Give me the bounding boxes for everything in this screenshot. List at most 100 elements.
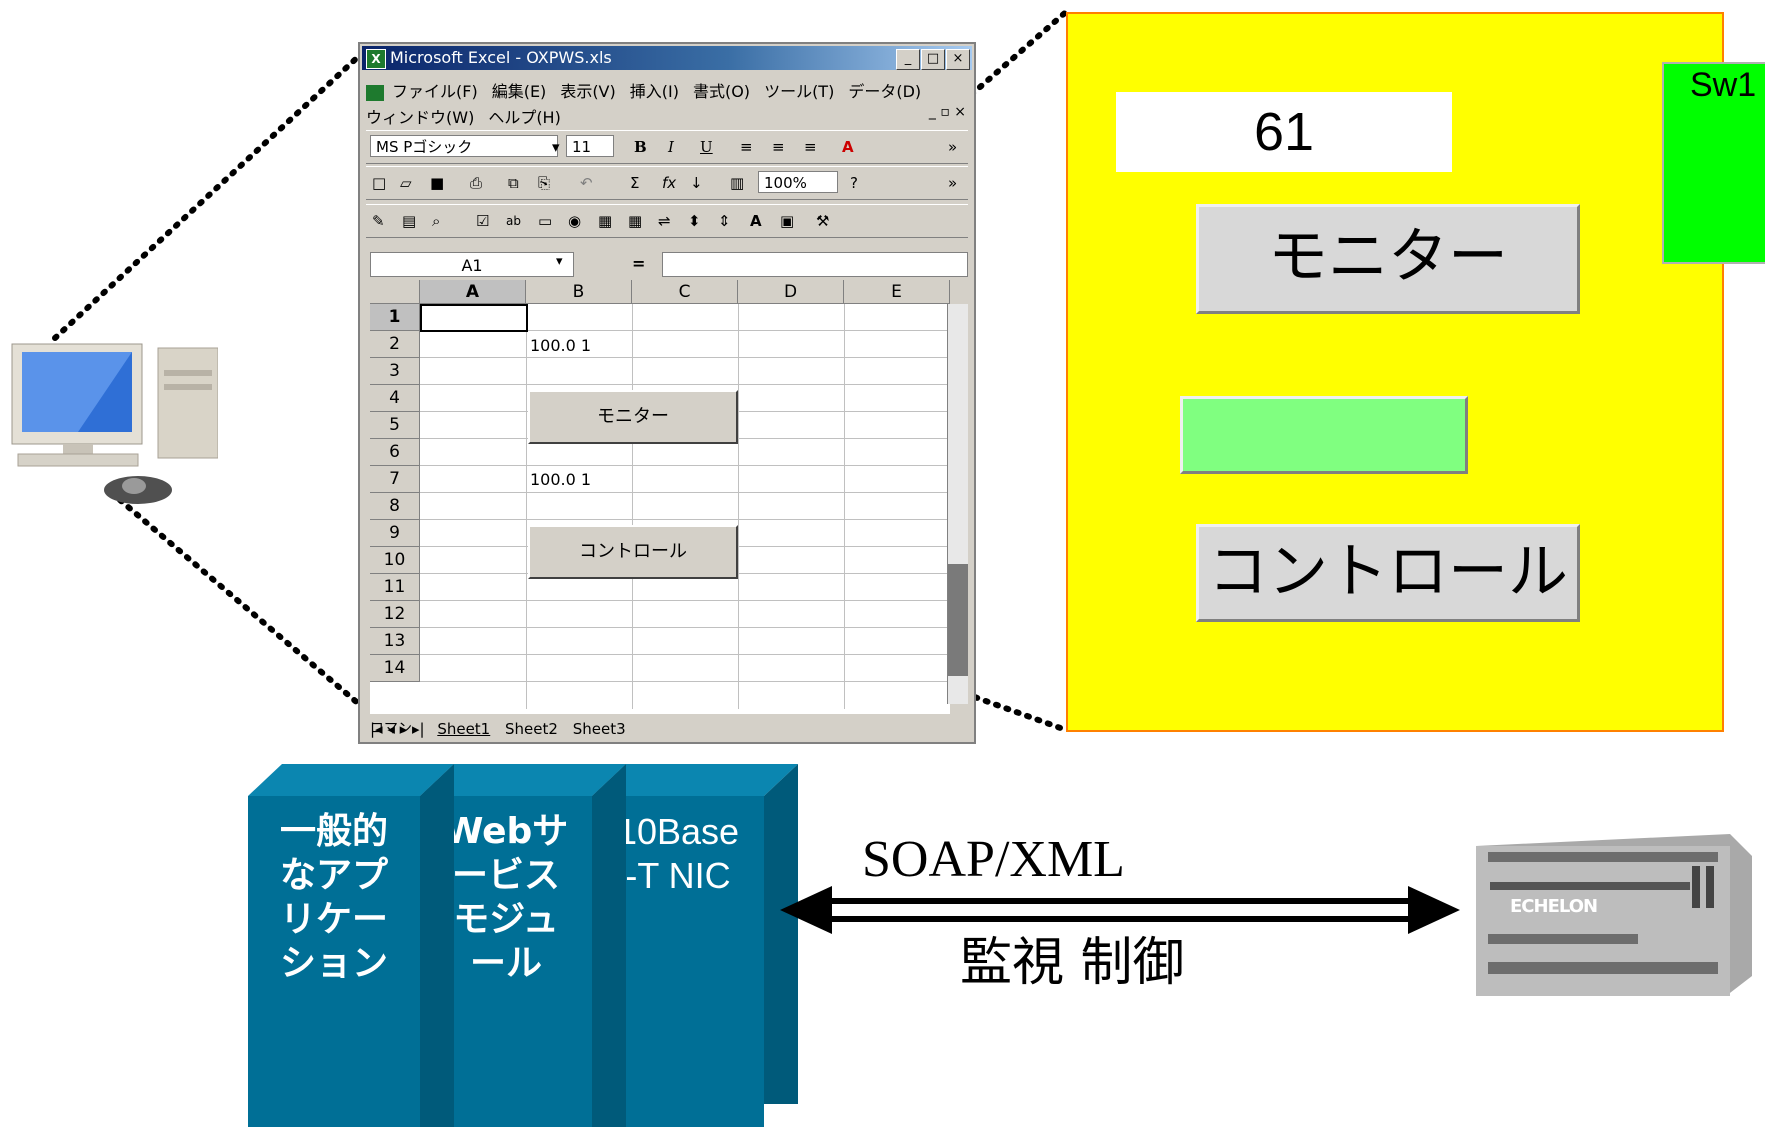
label-control-icon[interactable]: A — [750, 212, 762, 230]
toggle-control-icon[interactable]: ⇌ — [658, 212, 671, 230]
maximize-button[interactable]: □ — [921, 49, 945, 70]
column-header[interactable]: D — [738, 280, 844, 304]
row-header[interactable]: 10 — [370, 547, 420, 574]
listbox-control-icon[interactable]: ▦ — [598, 212, 613, 230]
tab-sheet2[interactable]: Sheet2 — [505, 720, 558, 738]
worksheet-grid[interactable]: A B C D E 1 2 3 4 5 6 7 8 9 10 11 12 13 … — [370, 280, 950, 714]
status-bar: コマン — [370, 721, 412, 737]
spin-control-icon[interactable]: ⬍ — [688, 212, 701, 230]
zoom-select[interactable]: 100% — [758, 171, 838, 193]
menu-format[interactable]: 書式(O) — [692, 82, 751, 101]
close-button[interactable]: × — [946, 49, 970, 70]
button-control-icon[interactable]: ▭ — [538, 212, 553, 230]
radio-control-icon[interactable]: ◉ — [568, 212, 582, 230]
menu-edit[interactable]: 編集(E) — [491, 82, 547, 101]
excel-monitor-button[interactable]: モニター — [528, 390, 738, 444]
chevron-down-icon[interactable]: ▾ — [556, 254, 563, 269]
font-name-select[interactable]: MS Pゴシック — [370, 135, 558, 157]
menu-data[interactable]: データ(D) — [848, 82, 922, 101]
row-header[interactable]: 14 — [370, 655, 420, 682]
row-header[interactable]: 4 — [370, 385, 420, 412]
select-all-corner[interactable] — [370, 280, 420, 304]
row-header[interactable]: 1 — [370, 304, 420, 331]
save-icon[interactable]: ■ — [430, 174, 445, 192]
help-icon[interactable]: ? — [850, 174, 858, 192]
view-code-icon[interactable]: ⌕ — [432, 212, 441, 230]
tab-nav-arrows[interactable]: |◂ ◂ ▸ ▸| — [370, 720, 425, 738]
row-header[interactable]: 6 — [370, 439, 420, 466]
panel-monitor-button[interactable]: モニター — [1196, 204, 1580, 314]
cell-b7[interactable]: 100.0 1 — [530, 470, 592, 489]
row-header[interactable]: 13 — [370, 628, 420, 655]
print-icon[interactable]: ⎙ — [470, 174, 483, 192]
formula-equals: = — [632, 254, 646, 273]
row-header[interactable]: 3 — [370, 358, 420, 385]
more-controls-icon[interactable]: ⚒ — [816, 212, 830, 230]
switch-sw1[interactable]: Sw1 — [1662, 62, 1765, 264]
open-folder-icon[interactable]: ▱ — [400, 174, 412, 192]
scroll-control-icon[interactable]: ⇕ — [718, 212, 731, 230]
row-header[interactable]: 11 — [370, 574, 420, 601]
row-header[interactable]: 9 — [370, 520, 420, 547]
menu-window[interactable]: ウィンドウ(W) — [366, 108, 475, 127]
minimize-button[interactable]: _ — [896, 49, 920, 70]
image-control-icon[interactable]: ▣ — [780, 212, 795, 230]
tab-sheet3[interactable]: Sheet3 — [572, 720, 626, 738]
sheet-tabs: |◂ ◂ ▸ ▸| Sheet1 Sheet2 Sheet3 — [370, 720, 626, 738]
autosum-icon[interactable]: Σ — [630, 174, 640, 192]
menu-file[interactable]: ファイル(F) — [392, 82, 478, 101]
vertical-scrollbar[interactable] — [947, 304, 968, 704]
name-box[interactable]: A1 — [370, 252, 574, 277]
cell-b2[interactable]: 100.0 1 — [530, 336, 592, 355]
chart-wizard-icon[interactable]: ▥ — [730, 174, 745, 192]
active-cell-a1[interactable] — [420, 304, 528, 332]
properties-icon[interactable]: ▤ — [402, 212, 417, 230]
row-header[interactable]: 5 — [370, 412, 420, 439]
row-header[interactable]: 2 — [370, 331, 420, 358]
row-header[interactable]: 8 — [370, 493, 420, 520]
row-header[interactable]: 7 — [370, 466, 420, 493]
block-app-line1: 一般的 — [279, 811, 388, 852]
gridline — [844, 304, 845, 709]
menu-tools[interactable]: ツール(T) — [764, 82, 835, 101]
align-center-icon[interactable]: ≡ — [772, 138, 785, 156]
column-header[interactable]: C — [632, 280, 738, 304]
align-left-icon[interactable]: ≡ — [740, 138, 753, 156]
italic-icon[interactable]: I — [668, 138, 674, 156]
toolbar-more-icon[interactable]: » — [948, 138, 958, 156]
column-header[interactable]: E — [844, 280, 950, 304]
row-header[interactable]: 12 — [370, 601, 420, 628]
checkbox-control-icon[interactable]: ☑ — [476, 212, 490, 230]
menu-insert[interactable]: 挿入(I) — [629, 82, 679, 101]
gridline — [420, 492, 950, 493]
bold-icon[interactable]: B — [634, 138, 647, 156]
new-file-icon[interactable]: □ — [372, 174, 387, 192]
underline-icon[interactable]: U — [700, 138, 713, 156]
align-right-icon[interactable]: ≡ — [804, 138, 817, 156]
toolbar-more-icon[interactable]: » — [948, 174, 958, 192]
panel-control-button[interactable]: コントロール — [1196, 524, 1580, 622]
formula-bar[interactable] — [662, 252, 968, 277]
textbox-control-icon[interactable]: ab — [506, 214, 521, 228]
font-size-select[interactable]: 11 — [566, 135, 614, 157]
font-color-icon[interactable]: A — [842, 138, 854, 156]
excel-control-button[interactable]: コントロール — [528, 525, 738, 579]
sort-icon[interactable]: ↓ — [690, 174, 703, 192]
copy-icon[interactable]: ⧉ — [508, 174, 519, 192]
combobox-control-icon[interactable]: ▦ — [628, 212, 643, 230]
scroll-thumb[interactable] — [948, 564, 968, 676]
menu-help[interactable]: ヘルプ(H) — [488, 108, 561, 127]
menu-view[interactable]: 表示(V) — [560, 82, 616, 101]
design-mode-icon[interactable]: ✎ — [372, 212, 385, 230]
function-icon[interactable]: fx — [662, 174, 677, 192]
menu-bar-row2: ウィンドウ(W) ヘルプ(H) — [366, 104, 575, 128]
chevron-down-icon[interactable]: ▾ — [552, 138, 560, 156]
undo-icon[interactable]: ↶ — [580, 174, 593, 192]
column-header[interactable]: B — [526, 280, 632, 304]
paste-icon[interactable]: ⎘ — [538, 174, 551, 192]
tab-sheet1[interactable]: Sheet1 — [437, 720, 491, 738]
column-header[interactable]: A — [420, 280, 526, 304]
connector-pc-bottom — [117, 497, 363, 708]
connector-pc-top — [52, 52, 363, 341]
doc-window-controls[interactable]: _ ▫ × — [928, 104, 966, 120]
